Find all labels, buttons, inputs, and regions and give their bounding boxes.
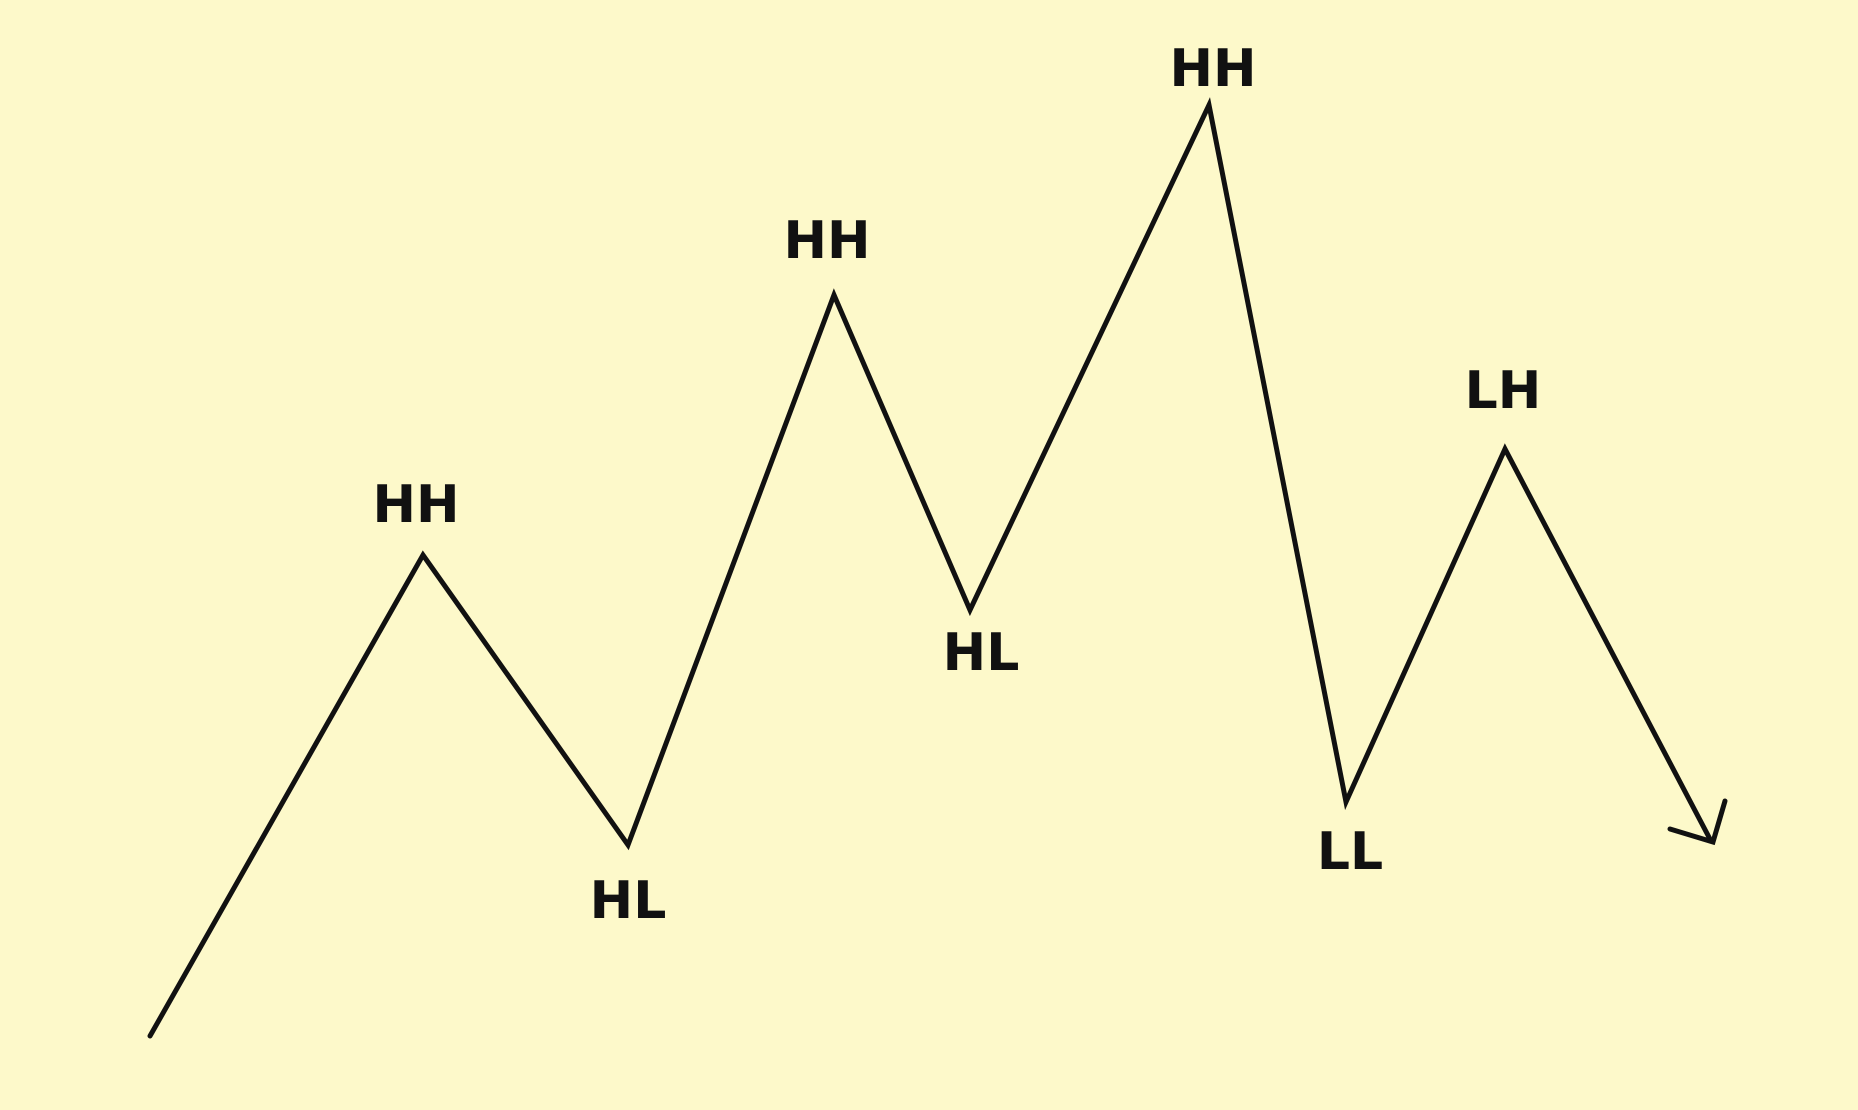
swing-label-higher-low: HL: [943, 623, 1020, 683]
price-swing-path: [147, 97, 1714, 1039]
swing-label-higher-high: HH: [372, 475, 459, 535]
arrow-down-right-icon: [1667, 798, 1728, 846]
swing-label-lower-low: LL: [1317, 822, 1383, 882]
swing-label-lower-high: LH: [1465, 361, 1542, 421]
swing-label-higher-high: HH: [783, 211, 870, 271]
swing-label-higher-low: HL: [590, 871, 667, 931]
swing-label-higher-high: HH: [1169, 39, 1256, 99]
